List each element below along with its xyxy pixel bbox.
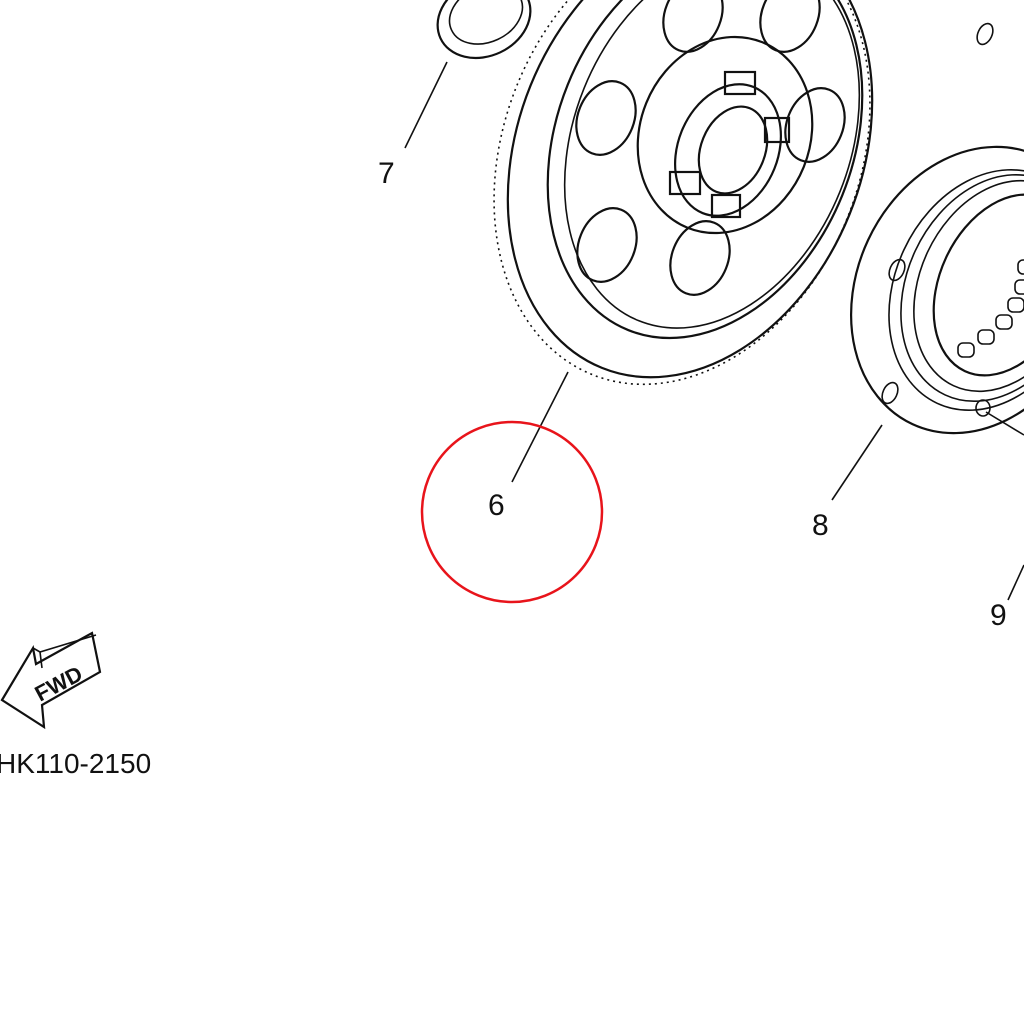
callout-9: 9	[990, 599, 1007, 632]
drawing-code: HK110-2150	[0, 748, 151, 779]
leader-line-9	[1007, 564, 1024, 601]
leader-line-7	[404, 61, 448, 149]
washer-part-7[interactable]	[424, 0, 543, 73]
rollers	[957, 259, 1024, 358]
gear-part-6[interactable]	[427, 0, 937, 441]
leader-line-8	[831, 424, 883, 501]
clutch-housing-part-8[interactable]	[806, 21, 1024, 474]
fwd-arrow-icon: FWD	[0, 631, 102, 730]
highlight-circle	[420, 420, 604, 604]
callout-7: 7	[378, 157, 395, 190]
callout-6[interactable]: 6	[488, 489, 505, 522]
svg-text:FWD: FWD	[31, 661, 87, 707]
callout-8: 8	[812, 509, 829, 542]
leader-line-right	[985, 411, 1024, 436]
